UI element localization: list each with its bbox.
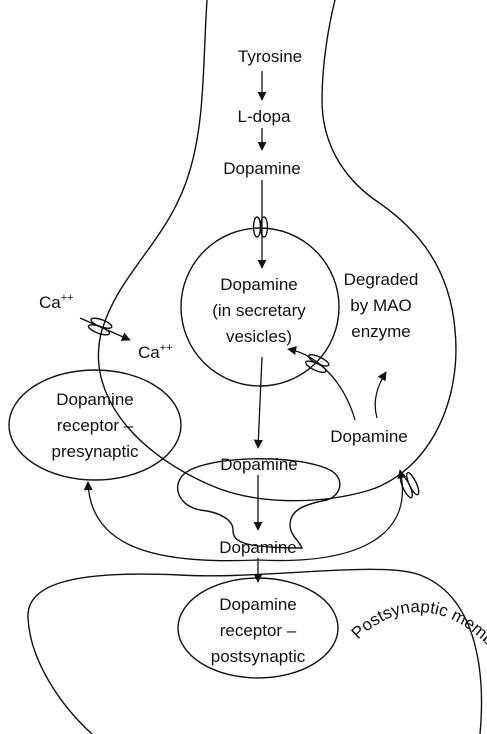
vesicle-label-line3: vesicles): [226, 327, 292, 346]
dopamine-release-label: Dopamine: [220, 455, 298, 474]
ldopa-label: L-dopa: [238, 107, 291, 126]
vesicle-transporter: [252, 216, 269, 238]
dopamine-synthesized-label: Dopamine: [223, 159, 301, 178]
presynaptic-receptor: [8, 369, 182, 481]
calcium-outside-label: Ca++: [39, 292, 74, 312]
presynaptic-receptor-line1: Dopamine: [56, 390, 134, 409]
presynaptic-receptor-line3: presynaptic: [52, 442, 139, 461]
arrow-calcium-influx: [79, 317, 131, 341]
arrow-vesicle-to-release: [253, 356, 263, 449]
vesicle-reuptake-transporter: [304, 354, 330, 374]
vesicle-label-line2: (in secretary: [212, 301, 306, 320]
arrow-dopamine-to-vesicle-reuptake: [287, 346, 356, 421]
degraded-label-line3: enzyme: [351, 322, 411, 341]
presynaptic-receptor-line2: receptor –: [57, 416, 134, 435]
fusing-vesicle: [177, 458, 341, 549]
dopamine-reuptake-label: Dopamine: [330, 427, 408, 446]
arrow-dopamine-to-mao: [374, 371, 387, 419]
postsynaptic-neuron-outline: [27, 568, 483, 734]
arrow-cleft-to-reuptake: [257, 469, 407, 562]
vesicle-label-line1: Dopamine: [220, 275, 298, 294]
postsynaptic-receptor-line2: receptor –: [220, 621, 297, 640]
arrow-cleft-to-presynaptic-receptor: [83, 481, 259, 562]
degraded-label-line1: Degraded: [344, 270, 419, 289]
postsynaptic-receptor-line3: postsynaptic: [211, 647, 306, 666]
tyrosine-label: Tyrosine: [238, 47, 302, 66]
degraded-label-line2: by MAO: [350, 296, 411, 315]
postsynaptic-receptor-line1: Dopamine: [219, 595, 297, 614]
calcium-inside-label: Ca++: [138, 342, 173, 362]
dopamine-cleft-label: Dopamine: [219, 538, 297, 557]
presynaptic-neuron-outline: [97, 0, 457, 502]
